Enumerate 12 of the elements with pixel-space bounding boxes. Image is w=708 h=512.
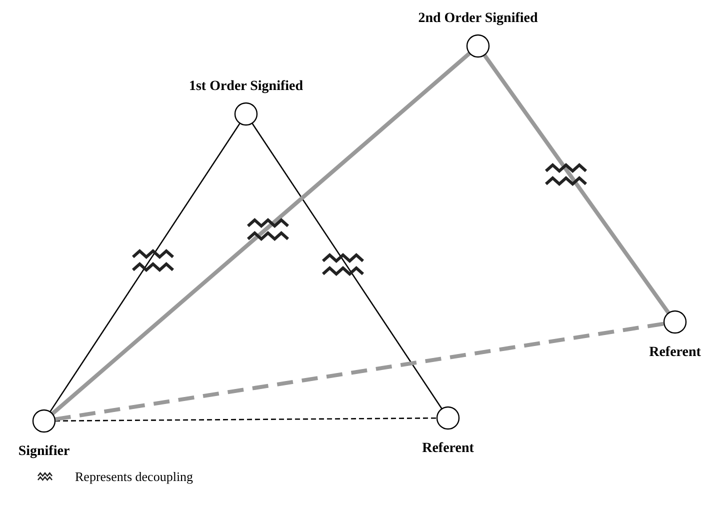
connector-line bbox=[252, 122, 442, 410]
dashed-line bbox=[54, 322, 664, 422]
connector-line bbox=[51, 52, 471, 416]
node-label: Referent bbox=[422, 440, 474, 458]
connector-line bbox=[50, 122, 240, 412]
legend-text: Represents decoupling bbox=[75, 469, 194, 485]
node-label: 2nd Order Signified bbox=[418, 10, 538, 28]
node-label: 1st Order Signified bbox=[188, 78, 304, 96]
connector-line bbox=[482, 54, 670, 314]
node-label: Signifier bbox=[18, 443, 70, 461]
dashed-line bbox=[55, 417, 437, 422]
node-label: Referent bbox=[649, 344, 701, 362]
